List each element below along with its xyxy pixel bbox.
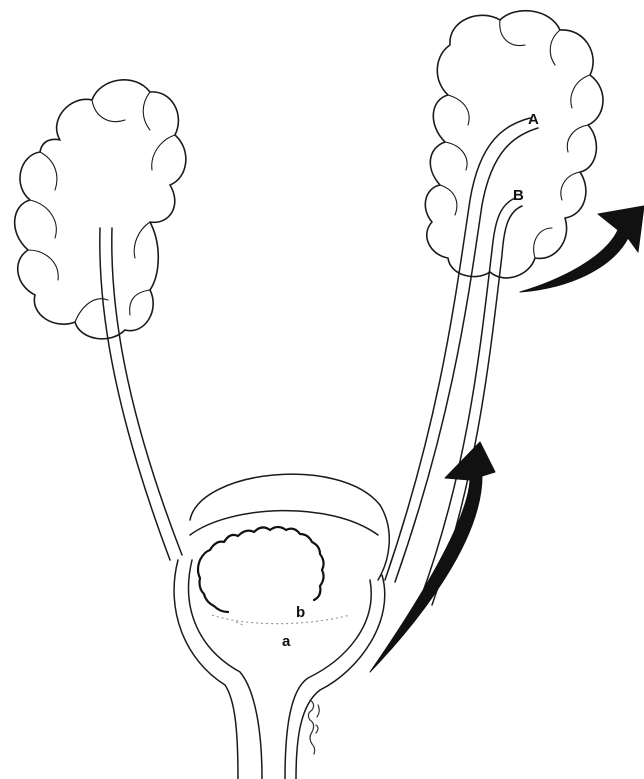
left-kidney bbox=[15, 80, 186, 339]
label-upper-b: B bbox=[513, 187, 524, 204]
label-lower-b: b bbox=[296, 604, 305, 621]
right-kidney bbox=[425, 11, 603, 278]
upward-arrow bbox=[370, 442, 495, 672]
label-upper-a: A bbox=[528, 111, 539, 128]
label-lower-a: a bbox=[282, 633, 291, 650]
bladder bbox=[174, 474, 389, 779]
artist-signature bbox=[308, 700, 319, 754]
